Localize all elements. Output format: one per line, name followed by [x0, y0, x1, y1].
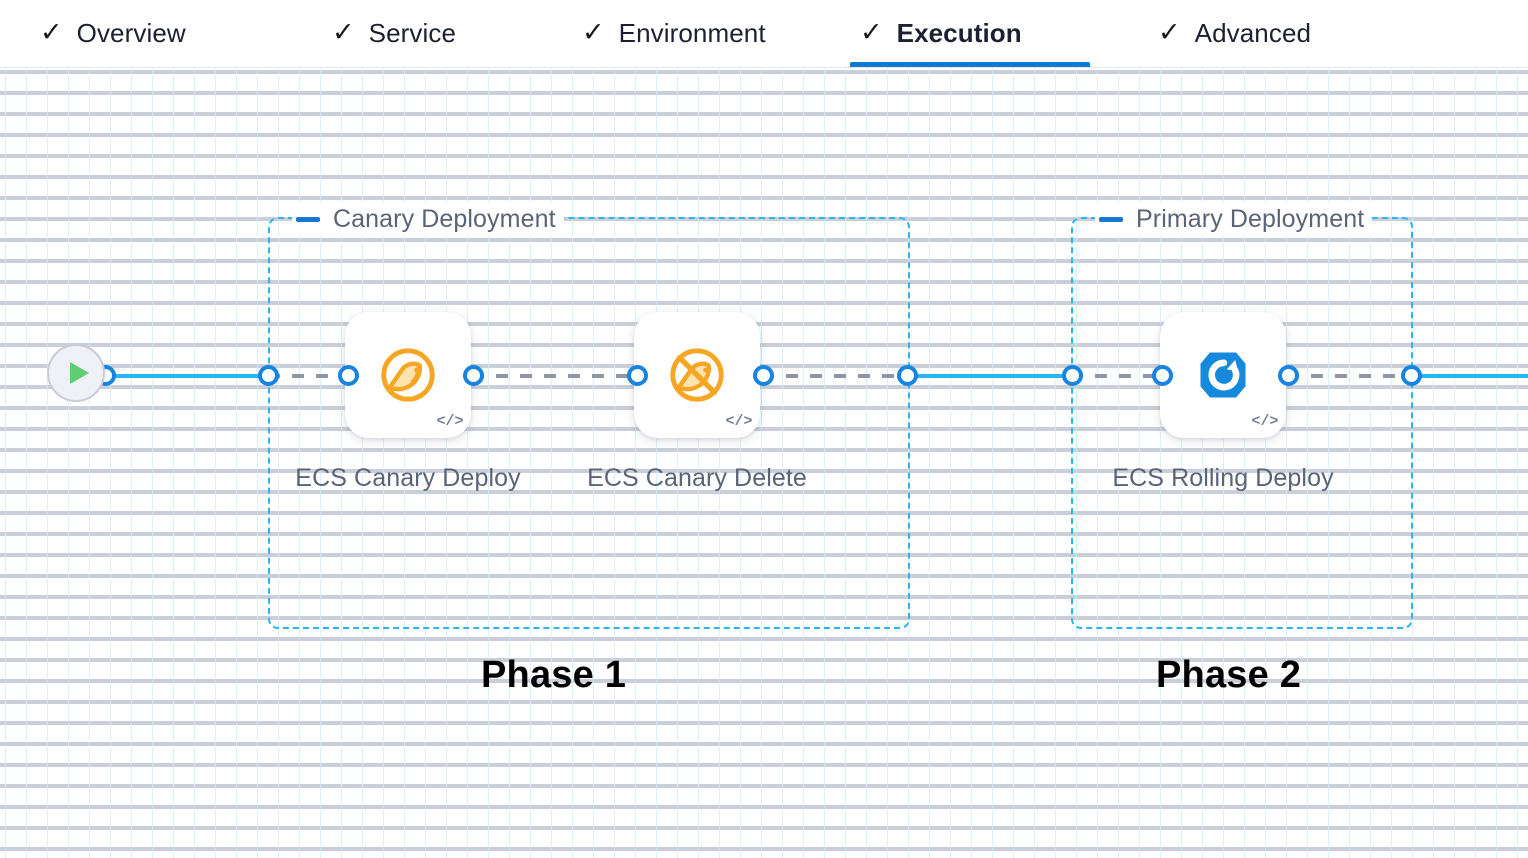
tab-environment[interactable]: ✓ Environment — [572, 0, 817, 67]
port-group1-out[interactable] — [897, 365, 918, 386]
tab-label: Advanced — [1194, 18, 1312, 48]
code-badge-icon[interactable]: </> — [436, 412, 464, 430]
node-label-ecs-canary-deploy: ECS Canary Deploy — [295, 464, 521, 492]
port-canary-delete-out[interactable] — [753, 365, 774, 386]
tab-execution[interactable]: ✓ Execution — [850, 0, 1090, 67]
ecs-rolling-deploy-icon — [1200, 352, 1246, 398]
group-header-primary-deployment: Primary Deployment — [1095, 203, 1373, 236]
node-icon-wrap — [345, 312, 471, 438]
collapse-minus-icon[interactable] — [1099, 217, 1123, 222]
edge-canary-delete-to-group1out — [762, 374, 899, 378]
node-icon-wrap — [1160, 312, 1286, 438]
edge-start-to-group1 — [105, 374, 260, 378]
code-badge-icon[interactable]: </> — [725, 412, 753, 430]
tab-label: Execution — [896, 18, 1022, 48]
tab-advanced[interactable]: ✓ Advanced — [1148, 0, 1353, 67]
port-rolling-deploy-out[interactable] — [1278, 365, 1299, 386]
phase-caption-1: Phase 1 — [481, 654, 627, 696]
group-primary-deployment[interactable]: Primary Deployment — [1071, 203, 1413, 629]
node-label-ecs-rolling-deploy: ECS Rolling Deploy — [1112, 464, 1334, 492]
tab-overview[interactable]: ✓ Overview — [30, 0, 230, 67]
phase-caption-2: Phase 2 — [1156, 654, 1302, 696]
edge-group1-to-group2 — [906, 374, 1064, 378]
group-header-canary-deployment: Canary Deployment — [292, 203, 564, 236]
node-ecs-canary-delete[interactable]: </> — [634, 312, 760, 438]
code-badge-icon[interactable]: </> — [1251, 412, 1279, 430]
tab-label: Environment — [618, 18, 766, 48]
collapse-minus-icon[interactable] — [296, 217, 320, 222]
group-title: Primary Deployment — [1136, 205, 1365, 233]
group-canary-deployment[interactable]: Canary Deployment — [268, 203, 910, 629]
port-group1-in[interactable] — [258, 365, 279, 386]
check-icon: ✓ — [40, 17, 63, 47]
active-tab-underline — [850, 62, 1090, 67]
group-title: Canary Deployment — [333, 205, 556, 233]
check-icon: ✓ — [332, 17, 355, 47]
pipeline-canvas[interactable]: Canary Deployment Primary Deployment </>… — [0, 68, 1528, 858]
edge-group2-out-trailing — [1410, 374, 1528, 378]
edge-group1-to-canary-deploy — [268, 374, 340, 378]
port-canary-deploy-in[interactable] — [338, 365, 359, 386]
node-label-ecs-canary-delete: ECS Canary Delete — [587, 464, 807, 492]
check-icon: ✓ — [1158, 17, 1181, 47]
pipeline-start-node[interactable] — [47, 344, 105, 402]
port-canary-deploy-out[interactable] — [463, 365, 484, 386]
play-icon — [69, 362, 89, 384]
tab-label: Overview — [76, 18, 186, 48]
tab-label: Service — [368, 18, 457, 48]
check-icon: ✓ — [860, 17, 883, 47]
edge-group2-to-rolling-deploy — [1071, 374, 1154, 378]
port-canary-delete-in[interactable] — [627, 365, 648, 386]
edge-rolling-deploy-to-group2out — [1287, 374, 1403, 378]
check-icon: ✓ — [582, 17, 605, 47]
canary-bird-icon — [381, 348, 435, 402]
port-group2-in[interactable] — [1062, 365, 1083, 386]
node-ecs-rolling-deploy[interactable]: </> — [1160, 312, 1286, 438]
canary-bird-delete-icon — [670, 348, 724, 402]
node-ecs-canary-deploy[interactable]: </> — [345, 312, 471, 438]
wizard-tab-bar: ✓ Overview✓ Service✓ Environment✓ Execut… — [0, 0, 1528, 68]
port-rolling-deploy-in[interactable] — [1152, 365, 1173, 386]
tab-service[interactable]: ✓ Service — [322, 0, 497, 67]
node-icon-wrap — [634, 312, 760, 438]
port-group2-out[interactable] — [1401, 365, 1422, 386]
edge-canary-deploy-to-delete — [472, 374, 629, 378]
